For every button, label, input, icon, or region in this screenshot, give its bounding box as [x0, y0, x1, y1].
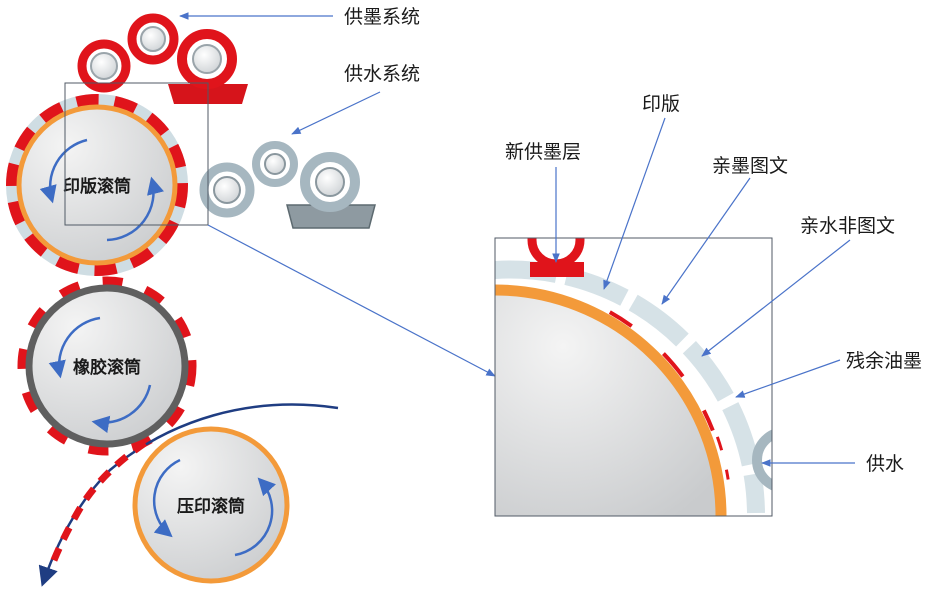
- blanket-cylinder-label: 橡胶滚筒: [73, 357, 141, 378]
- water-system-pointer: [291, 91, 381, 135]
- water-roller-core: [315, 167, 345, 197]
- impression-cylinder-body: [132, 426, 290, 584]
- water-supply-roller: [752, 429, 772, 491]
- rotation-arrow: [234, 477, 276, 557]
- ink-roller: [127, 13, 179, 65]
- plate-cylinder-label: 印版滚筒: [63, 176, 131, 197]
- rotation-arrow: [152, 458, 181, 538]
- plate-cylinder-quadrant: [495, 290, 721, 516]
- water-fountain-roller: [300, 152, 360, 212]
- ink-roller-core: [90, 52, 118, 80]
- impression-cylinder: 压印滚筒: [132, 426, 290, 584]
- water-loving-nonimage-label: 亲水非图文: [800, 215, 895, 237]
- water-system-label: 供水系统: [344, 63, 420, 85]
- zoom-connector: [207, 224, 496, 377]
- water-roller: [199, 162, 255, 218]
- ink-loving-pointer: [661, 177, 751, 305]
- water-supply-label: 供水: [866, 453, 904, 475]
- printed-ink-on-paper: [48, 440, 147, 567]
- ink-fountain-roller: [177, 29, 237, 89]
- impression-cylinder-label: 压印滚筒: [177, 496, 245, 517]
- new-ink-layer-block: [530, 262, 584, 277]
- rotation-arrow: [91, 384, 152, 433]
- ink-system-label: 供墨系统: [344, 6, 420, 28]
- blanket-cylinder: 橡胶滚筒: [17, 276, 197, 456]
- plate-pointer: [603, 117, 666, 290]
- ink-image-segments: [6, 94, 188, 276]
- ink-loving-image-label: 亲墨图文: [712, 155, 788, 177]
- paper-path: [38, 403, 339, 587]
- ink-roller-core: [192, 44, 222, 74]
- zoom-detail-panel: [494, 237, 773, 517]
- ink-roller: [77, 39, 131, 93]
- water-system: [199, 141, 376, 229]
- water-roller-core: [213, 176, 241, 204]
- plate-label: 印版: [642, 93, 680, 115]
- residual-ink-pointer: [735, 359, 841, 398]
- ink-roller-core: [140, 26, 166, 52]
- zoom-detail-border: [494, 237, 773, 517]
- plate-cylinder: 印版滚筒: [6, 94, 188, 276]
- ink-system: [77, 13, 248, 104]
- new-ink-layer-label: 新供墨层: [505, 141, 581, 163]
- rotation-arrow: [48, 316, 101, 379]
- water-roller: [252, 141, 298, 187]
- zoom-selection-box: [64, 82, 209, 226]
- plate-surface-arc: [495, 284, 727, 516]
- rotation-arrow: [106, 176, 164, 242]
- water-loving-pointer: [701, 239, 851, 357]
- plate-cylinder-body: [16, 104, 178, 266]
- rotation-arrow: [39, 138, 88, 204]
- water-roller-core: [264, 153, 286, 175]
- residual-ink-label: 残余油墨: [846, 350, 922, 372]
- blanket-cylinder-body: [25, 284, 189, 448]
- blanket-ink-segments: [17, 276, 197, 456]
